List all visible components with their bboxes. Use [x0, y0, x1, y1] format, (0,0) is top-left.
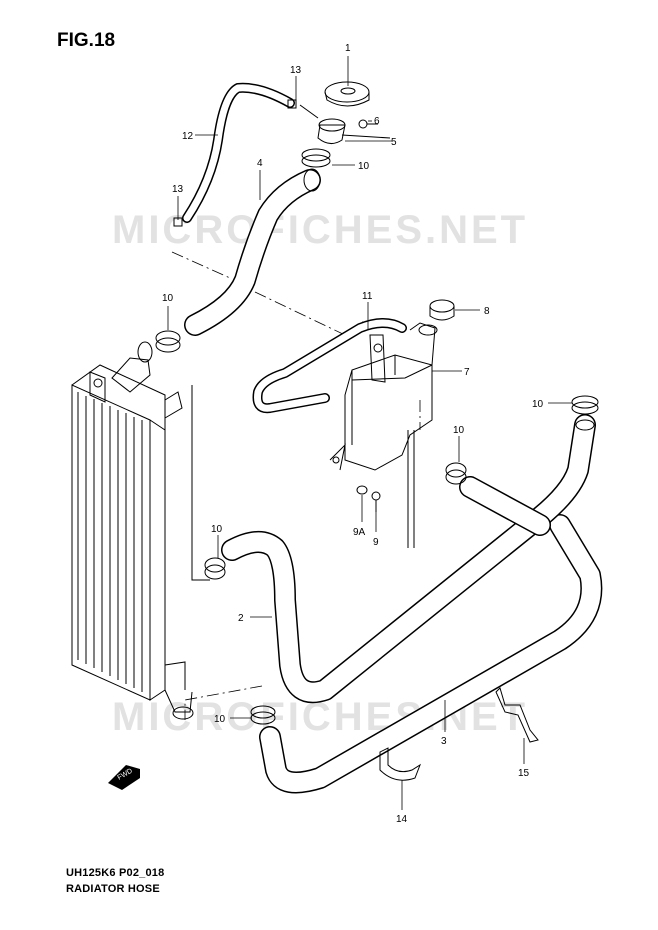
radiator	[71, 341, 194, 720]
callout-15: 15	[518, 768, 530, 779]
hose-11	[252, 318, 407, 414]
filler-neck-5	[299, 104, 391, 144]
callout-7: 7	[464, 367, 470, 378]
reservoir-tank	[329, 322, 438, 548]
bolt-6	[358, 119, 378, 129]
callout-5: 5	[391, 137, 397, 148]
reference-lines	[171, 251, 421, 720]
callout-12: 12	[182, 131, 194, 142]
figure-name: RADIATOR HOSE	[66, 883, 160, 895]
model-code: UH125K6 P02_018	[66, 867, 165, 879]
hose-12	[182, 82, 295, 223]
callout-10-tank: 10	[453, 425, 465, 436]
callout-9: 9	[373, 537, 379, 548]
callout-13-upper: 13	[290, 65, 302, 76]
leader-lines	[167, 56, 572, 810]
callout-11: 11	[362, 291, 373, 302]
callout-10-mid: 10	[211, 524, 223, 535]
clamps	[155, 99, 599, 725]
callout-10-right: 10	[532, 399, 544, 410]
bolt-9-and-washer-9a	[356, 485, 381, 512]
callout-8: 8	[484, 306, 490, 317]
watermark-top: MICROFICHES.NET	[112, 208, 528, 252]
callout-6: 6	[374, 116, 380, 127]
callout-3: 3	[441, 736, 447, 747]
callout-10-left: 10	[162, 293, 174, 304]
callout-10-cap: 10	[358, 161, 370, 172]
callout-14: 14	[396, 814, 408, 825]
radiator-cap-1	[324, 81, 370, 107]
callouts: 1 13 6 12 5 4 10 13 10 11 8 7 10 10 9A 9…	[162, 43, 544, 825]
bracket-15	[495, 687, 539, 743]
callout-10-bottom: 10	[214, 714, 226, 725]
callout-13-lower: 13	[172, 184, 184, 195]
hose-2	[221, 414, 596, 704]
hose-4	[184, 168, 321, 336]
cap-8	[429, 299, 455, 321]
callout-9a: 9A	[353, 527, 366, 538]
figure-title: FIG.18	[57, 30, 116, 51]
bracket-14	[379, 747, 422, 781]
hose-3	[259, 514, 603, 794]
callout-2: 2	[238, 613, 244, 624]
callout-4: 4	[257, 158, 263, 169]
fwd-arrow-icon: FWD	[108, 765, 140, 790]
callout-1: 1	[345, 43, 351, 54]
